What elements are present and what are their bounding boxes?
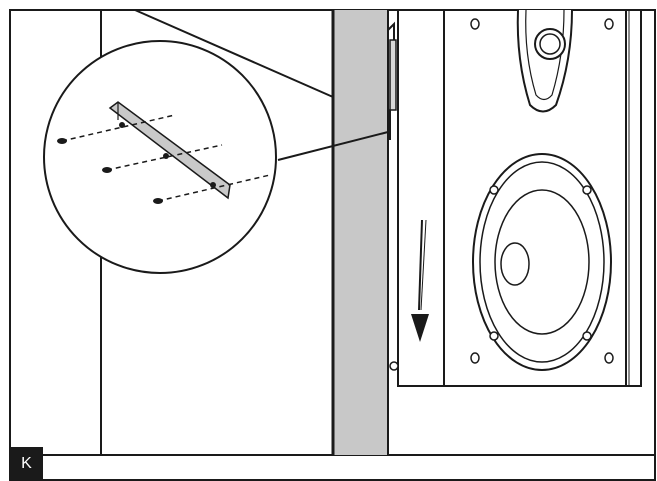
front-screw-top-right [604,18,614,30]
screw-icon [153,174,271,204]
front-screw-top-left [470,18,480,30]
woofer-dust-cap [500,242,530,286]
wall-bracket-hook [389,39,397,111]
bracket-hole-3 [210,182,216,188]
callout-line-top [134,9,334,98]
down-arrow-icon [411,219,429,342]
callout-line-bottom [277,131,389,161]
front-screw-bottom-left [470,352,480,364]
step-label: K [10,447,43,480]
woofer [472,153,612,371]
detail-circle [43,40,277,274]
screw-icon [57,114,176,144]
speaker-foot [389,361,399,371]
wall-panel [333,10,388,455]
screw-icon [102,144,223,173]
front-screw-bottom-right [604,352,614,364]
